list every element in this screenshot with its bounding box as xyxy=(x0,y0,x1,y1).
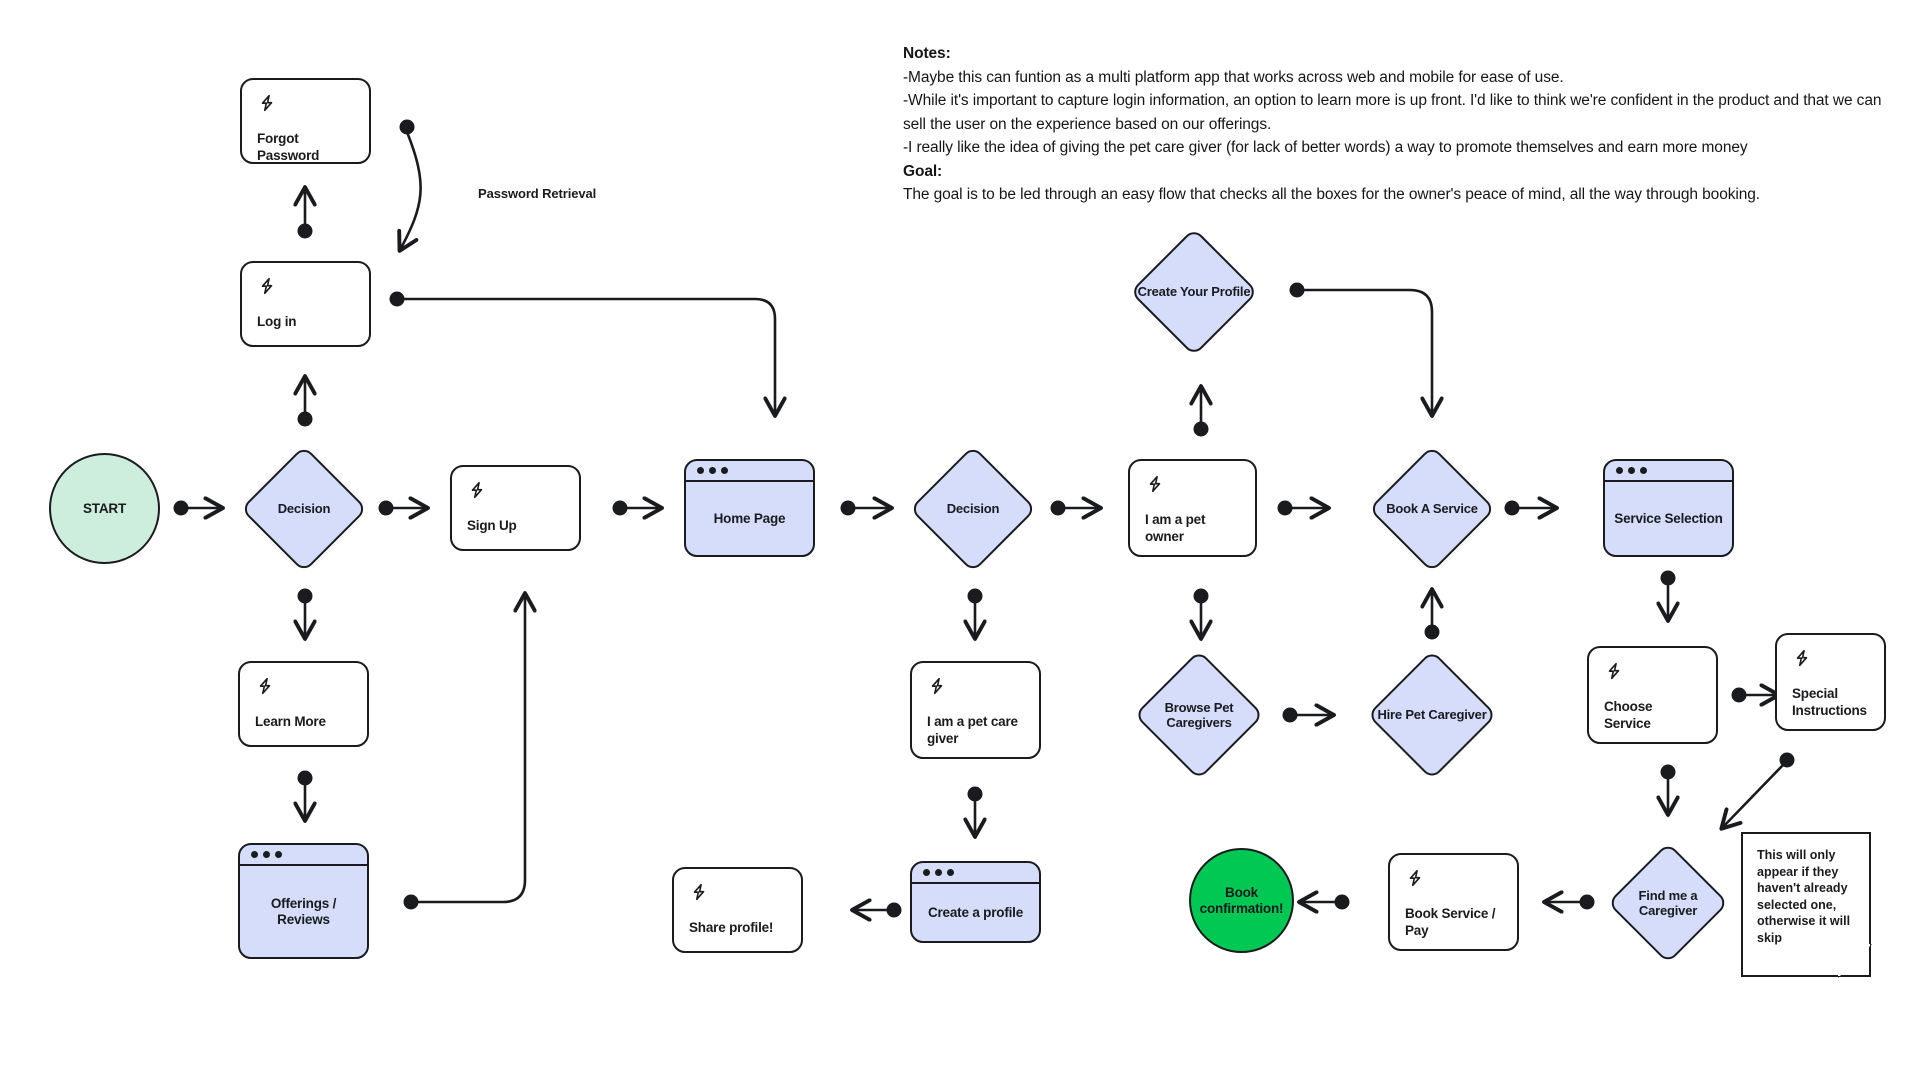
page-fold-icon xyxy=(1838,944,1872,978)
node-choose-service[interactable]: Choose Service xyxy=(1587,646,1718,744)
window-dot-icon xyxy=(709,467,716,474)
window-dot-icon xyxy=(947,869,954,876)
window-dot-icon xyxy=(721,467,728,474)
goal-heading: Goal: xyxy=(903,162,943,180)
notes-line-1: -Maybe this can funtion as a multi platf… xyxy=(903,68,1564,86)
node-special-instructions[interactable]: Special Instructions xyxy=(1775,633,1886,731)
bolt-icon xyxy=(257,276,277,300)
node-forgot-password[interactable]: Forgot Password xyxy=(240,78,371,164)
node-label: Log in xyxy=(257,314,297,329)
node-learn-more[interactable]: Learn More xyxy=(238,661,369,747)
bolt-icon xyxy=(1604,661,1624,685)
node-label: Create a profile xyxy=(927,904,1024,920)
bolt-icon xyxy=(927,676,947,700)
window-titlebar xyxy=(1605,461,1732,482)
notes-block: Notes: -Maybe this can funtion as a mult… xyxy=(903,42,1907,207)
node-service-selection[interactable]: Service Selection xyxy=(1603,459,1734,557)
node-start[interactable]: START xyxy=(49,453,160,564)
node-book-a-service[interactable]: Book A Service xyxy=(1357,445,1507,573)
node-create-a-profile[interactable]: Create a profile xyxy=(910,861,1041,943)
window-dot-icon xyxy=(1628,467,1635,474)
node-log-in[interactable]: Log in xyxy=(240,261,371,347)
window-dot-icon xyxy=(1640,467,1647,474)
bolt-icon xyxy=(255,676,275,700)
bolt-icon xyxy=(257,93,277,117)
node-label: Sign Up xyxy=(467,518,517,533)
node-i-am-a-pet-care-giver[interactable]: I am a pet care giver xyxy=(910,661,1041,759)
node-label: START xyxy=(83,500,126,516)
node-label: Choose Service xyxy=(1604,699,1653,731)
node-book-service-pay[interactable]: Book Service / Pay xyxy=(1388,853,1519,951)
node-i-am-a-pet-owner[interactable]: I am a pet owner xyxy=(1128,459,1257,557)
bolt-icon xyxy=(1792,648,1812,672)
window-dot-icon xyxy=(923,869,930,876)
node-label: Special Instructions xyxy=(1792,686,1867,718)
window-dot-icon xyxy=(697,467,704,474)
node-label: Forgot Password xyxy=(257,131,320,163)
window-dot-icon xyxy=(1616,467,1623,474)
node-share-profile[interactable]: Share profile! xyxy=(672,867,803,953)
sticky-note-text: This will only appear if they haven't al… xyxy=(1757,848,1851,945)
bolt-icon xyxy=(467,480,487,504)
node-hire-pet-caregiver[interactable]: Hire Pet Caregiver xyxy=(1363,649,1501,781)
node-create-your-profile[interactable]: Create Your Profile xyxy=(1129,227,1259,357)
window-dot-icon xyxy=(251,851,258,858)
node-label: Decision xyxy=(946,501,1000,517)
notes-heading: Notes: xyxy=(903,45,951,62)
node-sign-up[interactable]: Sign Up xyxy=(450,465,581,551)
notes-line-2: -While it's important to capture login i… xyxy=(903,92,1882,133)
node-label: Book Service / Pay xyxy=(1405,906,1496,938)
node-label: Decision xyxy=(277,501,331,517)
node-find-me-a-caregiver[interactable]: Find me a Caregiver xyxy=(1606,842,1730,964)
bolt-icon xyxy=(1405,868,1425,892)
node-decision-1[interactable]: Decision xyxy=(240,445,368,573)
goal-text: The goal is to be led through an easy fl… xyxy=(903,186,1760,203)
node-offerings-reviews[interactable]: Offerings / Reviews xyxy=(238,843,369,959)
node-label: Book confirmation! xyxy=(1199,884,1284,916)
window-dot-icon xyxy=(935,869,942,876)
node-label: Book A Service xyxy=(1386,501,1478,517)
bolt-icon xyxy=(689,882,709,906)
window-titlebar xyxy=(240,845,367,866)
node-label: I am a pet care giver xyxy=(927,714,1018,746)
node-label: Hire Pet Caregiver xyxy=(1377,707,1487,723)
node-label: Home Page xyxy=(713,510,786,526)
node-label: Find me a Caregiver xyxy=(1638,887,1698,919)
node-label: Service Selection xyxy=(1614,510,1723,526)
notes-line-3: -I really like the idea of giving the pe… xyxy=(903,139,1748,156)
node-home-page[interactable]: Home Page xyxy=(684,459,815,557)
bolt-icon xyxy=(1145,474,1165,498)
window-dot-icon xyxy=(263,851,270,858)
window-titlebar xyxy=(686,461,813,482)
node-decision-2[interactable]: Decision xyxy=(909,445,1037,573)
node-label: Browse Pet Caregivers xyxy=(1164,699,1234,731)
node-label: Offerings / Reviews xyxy=(270,895,337,927)
node-label: I am a pet owner xyxy=(1145,512,1206,544)
window-dot-icon xyxy=(275,851,282,858)
node-label: Create Your Profile xyxy=(1137,284,1251,300)
window-titlebar xyxy=(912,863,1039,884)
sticky-note: This will only appear if they haven't al… xyxy=(1741,832,1871,977)
node-browse-pet-caregivers[interactable]: Browse Pet Caregivers xyxy=(1130,649,1268,781)
edge-label-password-retrieval: Password Retrieval xyxy=(478,186,597,201)
node-label: Learn More xyxy=(255,714,326,729)
node-label: Share profile! xyxy=(689,920,774,935)
node-book-confirmation[interactable]: Book confirmation! xyxy=(1189,848,1294,953)
